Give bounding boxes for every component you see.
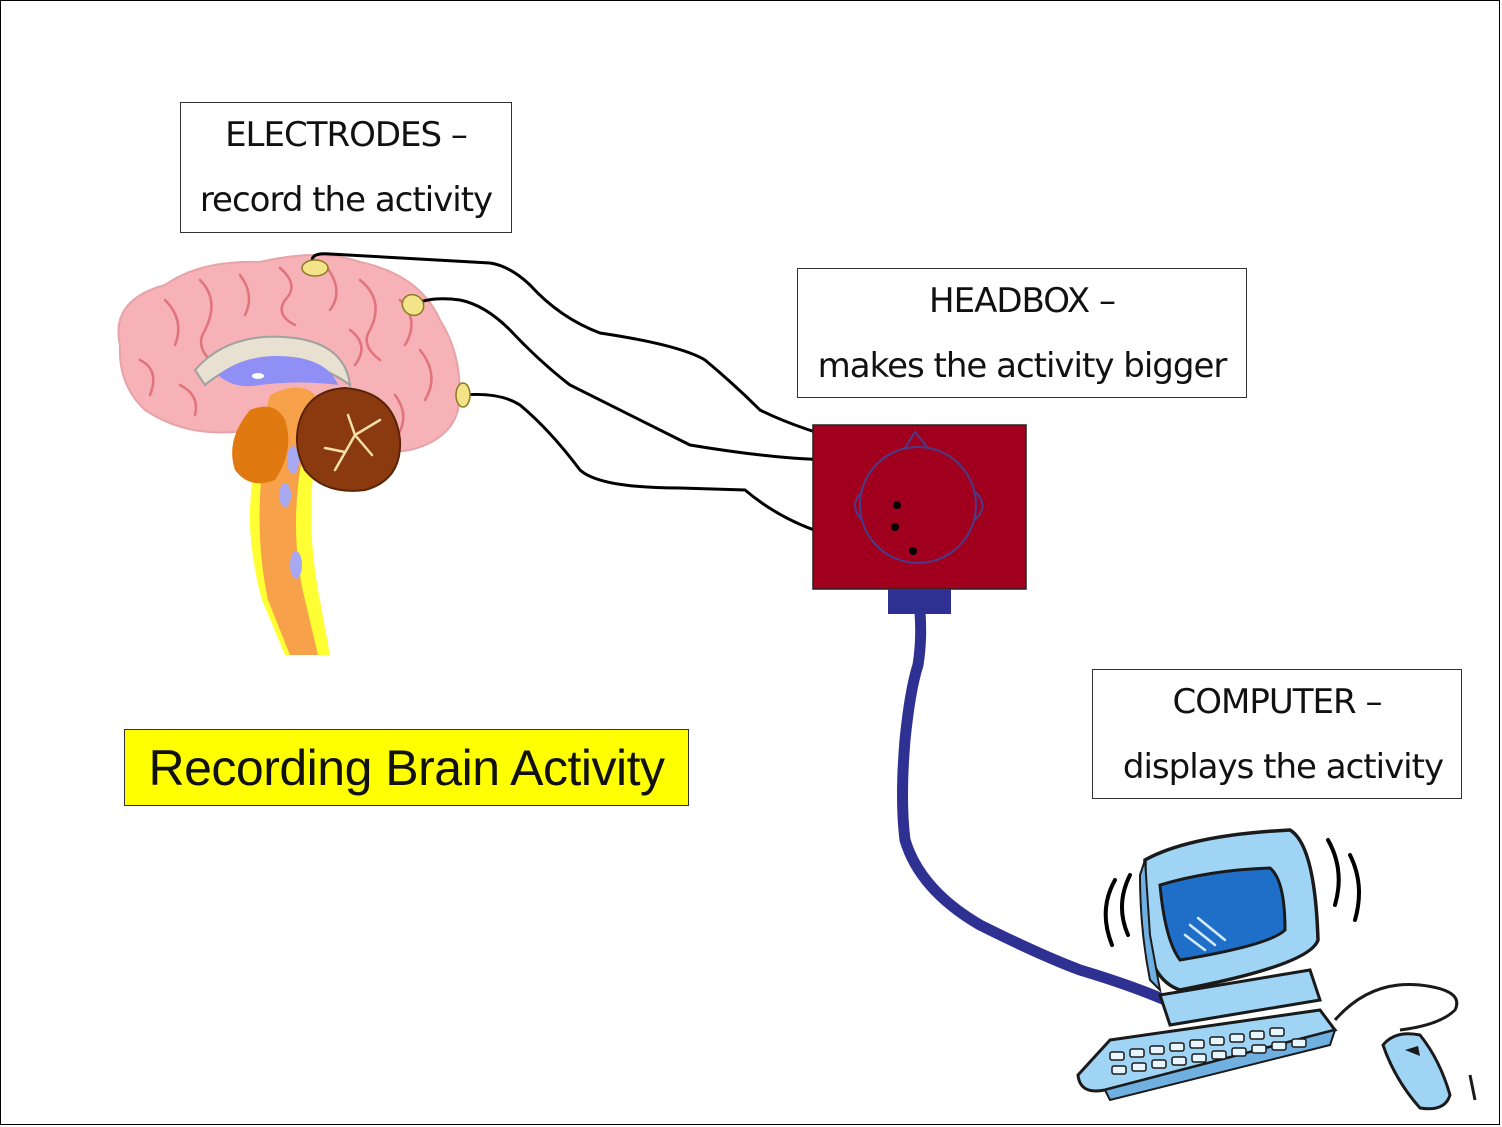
headbox-title: HEADBOX – <box>929 281 1116 321</box>
cable <box>897 606 1171 1006</box>
midbrain <box>232 406 289 484</box>
brain-illustration <box>117 254 461 655</box>
electrodes-title: ELECTRODES – <box>225 115 468 155</box>
electrodes-label-box: ELECTRODES – record the activity <box>180 102 512 233</box>
headbox-icon <box>812 424 1027 614</box>
computer-description: displays the activity <box>1122 747 1444 787</box>
ventricle <box>218 356 338 387</box>
computer-label-box: COMPUTER – displays the activity <box>1092 669 1462 799</box>
computer-title: COMPUTER – <box>1172 682 1383 722</box>
electrodes-description: record the activity <box>199 180 493 220</box>
electrode-icon <box>401 293 425 317</box>
diagram-title: Recording Brain Activity <box>124 729 689 806</box>
headbox-description: makes the activity bigger <box>817 346 1228 386</box>
computer-icon <box>1076 828 1361 1102</box>
mouse-icon <box>1333 982 1477 1111</box>
electrode-icon <box>455 382 471 408</box>
headbox-label-box: HEADBOX – makes the activity bigger <box>797 268 1247 398</box>
electrode-icon <box>301 259 329 277</box>
cerebellum <box>295 386 402 492</box>
